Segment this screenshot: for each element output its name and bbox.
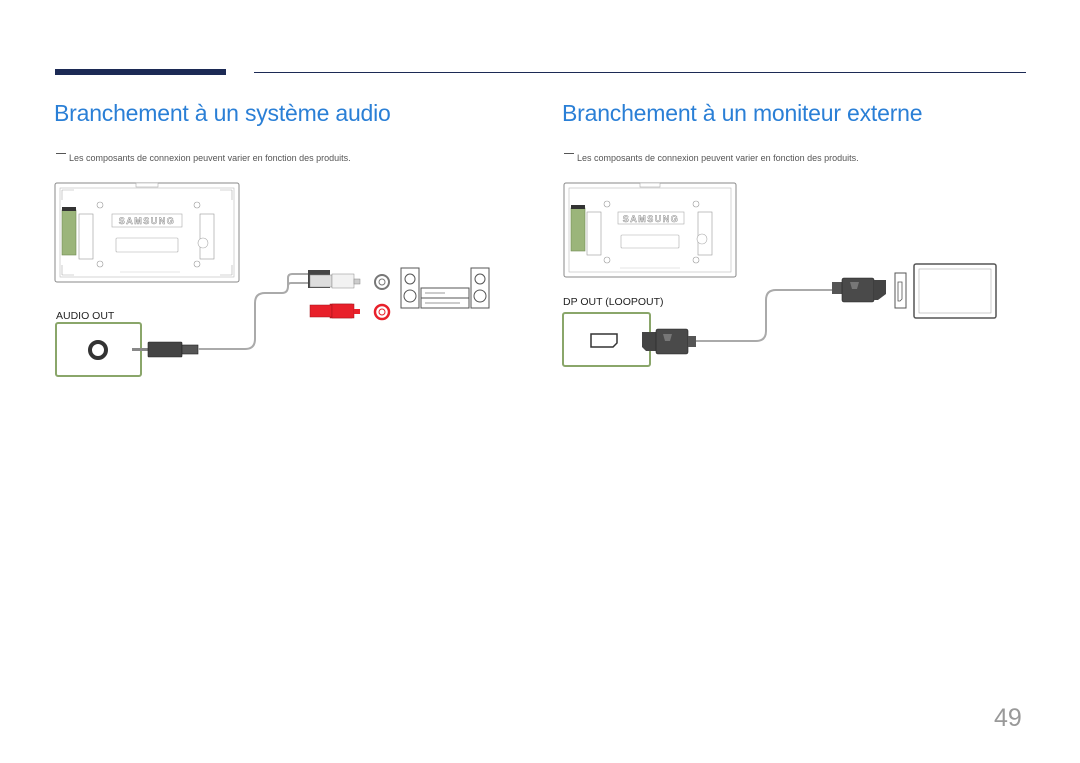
page-number: 49 bbox=[994, 704, 1022, 732]
note-dash bbox=[564, 153, 574, 154]
audio-out-label: AUDIO OUT bbox=[56, 310, 115, 322]
dp-out-label: DP OUT (LOOPOUT) bbox=[563, 296, 664, 308]
header-rule-thin bbox=[254, 72, 1026, 73]
display-rear-icon: SAMSUNG bbox=[54, 182, 240, 283]
stereo-system-icon bbox=[400, 267, 490, 309]
audio-jack-icon bbox=[55, 322, 142, 377]
monitor-connection-diagram: SAMSUNG bbox=[562, 182, 997, 367]
note-dash bbox=[56, 153, 66, 154]
note-audio: Les composants de connexion peuvent vari… bbox=[56, 153, 351, 163]
rca-cable-icon bbox=[308, 270, 391, 321]
svg-text:SAMSUNG: SAMSUNG bbox=[623, 214, 680, 224]
section-title-audio: Branchement à un système audio bbox=[54, 100, 391, 126]
svg-text:SAMSUNG: SAMSUNG bbox=[119, 216, 176, 226]
display-rear-icon: SAMSUNG bbox=[563, 182, 737, 278]
section-title-monitor: Branchement à un moniteur externe bbox=[562, 100, 923, 126]
note-monitor: Les composants de connexion peuvent vari… bbox=[564, 153, 859, 163]
dp-cable-icon bbox=[642, 277, 886, 355]
header-rule-thick bbox=[55, 69, 226, 75]
audio-cable-icon bbox=[132, 273, 310, 358]
note-text: Les composants de connexion peuvent vari… bbox=[69, 153, 351, 163]
external-monitor-icon bbox=[894, 263, 997, 319]
displayport-icon bbox=[562, 312, 651, 367]
audio-connection-diagram: SAMSUNG bbox=[54, 182, 490, 377]
note-text: Les composants de connexion peuvent vari… bbox=[577, 153, 859, 163]
